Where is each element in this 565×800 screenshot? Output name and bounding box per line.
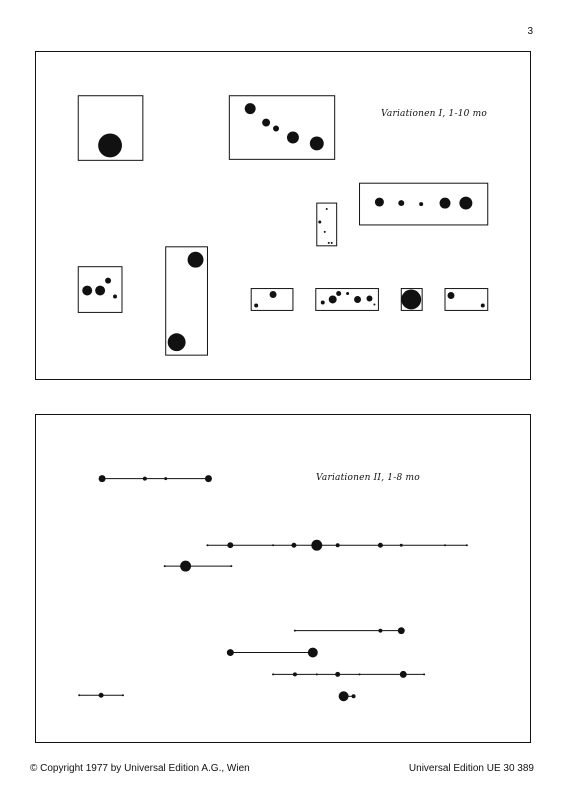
dot: [113, 294, 118, 299]
box-7: [250, 288, 294, 311]
dot: [121, 694, 124, 697]
panel-title: Variationen II, 1-8 mo: [316, 473, 420, 483]
box-4: [316, 202, 338, 247]
dot: [378, 628, 383, 633]
dot: [351, 694, 356, 699]
box-3: [359, 182, 489, 226]
dot: [311, 539, 323, 551]
box-1: [77, 95, 144, 161]
dot: [330, 241, 333, 244]
dot: [230, 565, 233, 568]
dot: [262, 118, 271, 127]
dot: [269, 291, 277, 298]
dot: [401, 289, 422, 310]
variationen-2-graphic: [78, 475, 468, 702]
dot: [354, 296, 362, 303]
dot: [346, 292, 350, 296]
panel-title: Variationen I, 1-10 mo: [381, 109, 487, 119]
page-number: 3: [527, 26, 533, 37]
dot: [187, 251, 204, 268]
dot: [377, 542, 383, 548]
dot: [358, 673, 361, 676]
dot: [142, 476, 147, 481]
dot: [286, 131, 299, 144]
dot: [480, 303, 485, 308]
dot: [82, 285, 93, 296]
dot: [98, 692, 104, 698]
dot: [180, 560, 192, 572]
dot: [204, 475, 212, 483]
dot: [206, 544, 209, 547]
dot: [98, 475, 106, 483]
dot: [227, 542, 234, 549]
dot: [366, 295, 373, 302]
dot: [374, 197, 384, 207]
dot: [399, 543, 403, 547]
dot: [273, 125, 280, 132]
box-2: [228, 95, 336, 160]
dot: [336, 291, 342, 297]
dot: [439, 197, 451, 209]
dot: [98, 133, 122, 158]
dot: [399, 670, 407, 678]
dot: [338, 691, 349, 702]
box-6: [165, 246, 208, 356]
variationen-1-graphic: [77, 95, 489, 356]
dot: [226, 649, 234, 657]
box-5: [77, 266, 123, 313]
dot: [373, 303, 376, 306]
dot: [78, 694, 81, 697]
score-panel-variationen-1: Variationen I, 1-10 mo: [35, 51, 531, 380]
dot: [325, 208, 328, 211]
score-panel-variationen-2: Variationen II, 1-8 mo: [35, 414, 531, 743]
dot: [272, 544, 275, 547]
dot: [398, 200, 405, 207]
dot: [423, 673, 426, 676]
dot: [105, 277, 112, 284]
dot: [335, 543, 340, 548]
dot: [254, 303, 259, 308]
dot: [95, 285, 106, 296]
dot: [323, 230, 326, 233]
dot: [244, 103, 256, 115]
dot: [167, 333, 186, 352]
edition-number: Universal Edition UE 30 389: [408, 763, 534, 774]
dot: [444, 544, 447, 547]
dot: [447, 292, 455, 299]
dot: [293, 629, 296, 632]
dot: [318, 220, 322, 224]
dot: [292, 672, 297, 677]
box-10: [444, 288, 489, 311]
dot: [272, 673, 275, 676]
dot: [328, 295, 337, 304]
dot: [397, 627, 405, 635]
dot: [291, 542, 297, 548]
dot: [459, 196, 473, 210]
dot: [465, 544, 468, 547]
box-8: [315, 288, 379, 311]
dot: [309, 136, 324, 151]
dot: [315, 673, 318, 676]
dot: [307, 647, 318, 658]
dot: [335, 671, 341, 677]
dot: [419, 202, 424, 207]
dot: [163, 565, 166, 568]
dot: [320, 300, 325, 305]
copyright-notice: © Copyright 1977 by Universal Edition A.…: [30, 763, 250, 774]
dot: [164, 477, 168, 481]
dot: [327, 241, 330, 244]
